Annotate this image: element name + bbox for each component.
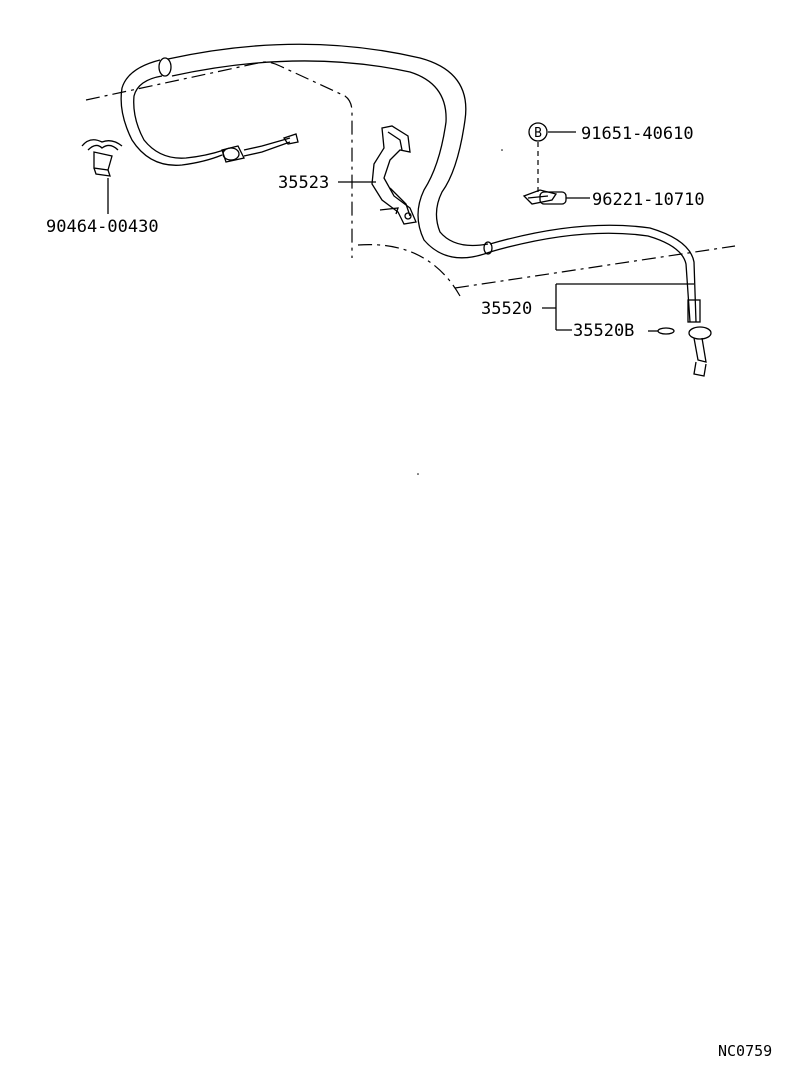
part-label-cable-sub: 35520B	[573, 321, 634, 341]
leader-lines	[107, 131, 694, 331]
stray-dot	[417, 473, 419, 475]
cable-right-run	[489, 224, 712, 377]
reference-lines	[85, 61, 736, 297]
diagram-code: NC0759	[718, 1042, 772, 1060]
part-label-clamp: 90464-00430	[46, 217, 159, 237]
callout-badge-b: B	[528, 122, 548, 142]
part-label-cable-assy: 35520	[481, 299, 532, 319]
cable-end-fitting-left	[221, 133, 299, 163]
cable-sheath	[120, 43, 493, 259]
part-label-bolt: 91651-40610	[581, 124, 694, 144]
callout-badge-label: B	[534, 126, 542, 141]
pin-35520b	[648, 327, 675, 335]
part-label-clip: 96221-10710	[592, 190, 705, 210]
clamp-90464	[81, 139, 123, 177]
bracket-35523	[371, 125, 417, 225]
stray-dot	[501, 149, 503, 151]
clip-96221	[522, 189, 567, 205]
part-label-bracket: 35523	[278, 173, 329, 193]
